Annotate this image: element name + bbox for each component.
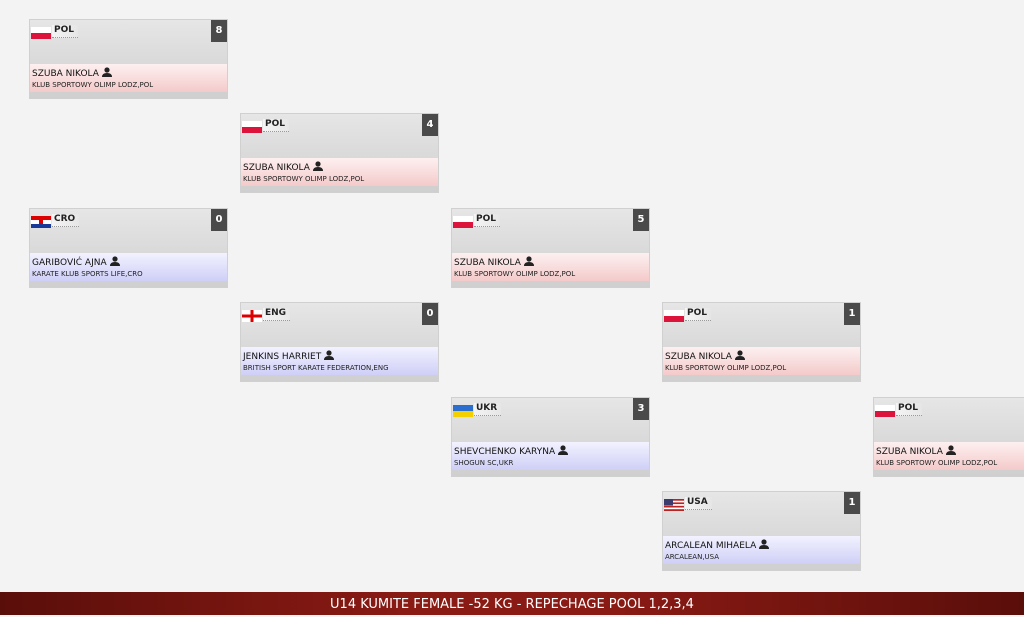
match-card[interactable]: POL 1 SZUBA NIKOLA KLUB SPORTOWY OLIMP L… [663, 303, 860, 381]
nation-code: POL [685, 308, 711, 321]
match-card[interactable]: UKR 3 SHEVCHENKO KARYNA SHOGUN SC,UKR [452, 398, 649, 476]
nation-code: UKR [474, 403, 502, 416]
person-icon [734, 350, 745, 360]
match-card[interactable]: CRO 0 GARIBOVIĆ AJNA KARATE KLUB SPORTS … [30, 209, 227, 287]
match-card[interactable]: POL 5 SZUBA NIKOLA KLUB SPORTOWY OLIMP L… [452, 209, 649, 287]
club-name: KLUB SPORTOWY OLIMP LODZ,POL [243, 175, 365, 183]
person-icon [109, 256, 120, 266]
competitor-name[interactable]: GARIBOVIĆ AJNA [32, 256, 120, 268]
club-name: KLUB SPORTOWY OLIMP LODZ,POL [454, 270, 576, 278]
nation-code: USA [685, 497, 712, 510]
score-badge: 4 [422, 114, 438, 136]
match-card[interactable]: POL SZUBA NIKOLA KLUB SPORTOWY OLIMP LOD… [874, 398, 1024, 476]
club-name: ARCALEAN,USA [665, 553, 720, 561]
competitor-band: GARIBOVIĆ AJNA KARATE KLUB SPORTS LIFE,C… [30, 253, 227, 281]
flag-eng-icon [242, 310, 262, 322]
competitor-name-text: SZUBA NIKOLA [454, 258, 521, 268]
nation-code: CRO [52, 214, 80, 227]
flag-pol-icon [875, 405, 895, 417]
score-badge: 5 [633, 209, 649, 231]
competitor-name[interactable]: ARCALEAN MIHAELA [665, 539, 770, 551]
competitor-name-text: SZUBA NIKOLA [665, 352, 732, 362]
competitor-name-text: GARIBOVIĆ AJNA [32, 258, 107, 268]
club-name: KLUB SPORTOWY OLIMP LODZ,POL [876, 459, 998, 467]
club-name: BRITISH SPORT KARATE FEDERATION,ENG [243, 364, 389, 372]
competitor-band: SZUBA NIKOLA KLUB SPORTOWY OLIMP LODZ,PO… [663, 347, 860, 375]
competitor-name[interactable]: SZUBA NIKOLA [876, 445, 956, 457]
flag-pol-icon [664, 310, 684, 322]
match-card[interactable]: ENG 0 JENKINS HARRIET BRITISH SPORT KARA… [241, 303, 438, 381]
competitor-band: ARCALEAN MIHAELA ARCALEAN,USA [663, 536, 860, 564]
competitor-band: JENKINS HARRIET BRITISH SPORT KARATE FED… [241, 347, 438, 375]
competitor-name[interactable]: SZUBA NIKOLA [243, 161, 323, 173]
nation-code: POL [474, 214, 500, 227]
score-badge: 1 [844, 492, 860, 514]
competitor-name[interactable]: SHEVCHENKO KARYNA [454, 445, 569, 457]
person-icon [945, 445, 956, 455]
person-icon [312, 161, 323, 171]
competitor-name-text: JENKINS HARRIET [243, 352, 322, 362]
club-name: KARATE KLUB SPORTS LIFE,CRO [32, 270, 143, 278]
club-name: SHOGUN SC,UKR [454, 459, 514, 467]
competitor-band: SZUBA NIKOLA KLUB SPORTOWY OLIMP LODZ,PO… [30, 64, 227, 92]
nation-code: POL [896, 403, 922, 416]
competitor-name-text: ARCALEAN MIHAELA [665, 541, 757, 551]
nation-code: POL [263, 119, 289, 132]
footer-title: U14 KUMITE FEMALE -52 KG - REPECHAGE POO… [0, 592, 1024, 615]
flag-pol-icon [453, 216, 473, 228]
club-name: KLUB SPORTOWY OLIMP LODZ,POL [32, 81, 154, 89]
competitor-name[interactable]: SZUBA NIKOLA [32, 67, 112, 79]
score-badge: 0 [422, 303, 438, 325]
match-card[interactable]: POL 4 SZUBA NIKOLA KLUB SPORTOWY OLIMP L… [241, 114, 438, 192]
competitor-name-text: SZUBA NIKOLA [32, 69, 99, 79]
competitor-name[interactable]: SZUBA NIKOLA [665, 350, 745, 362]
match-card[interactable]: POL 8 SZUBA NIKOLA KLUB SPORTOWY OLIMP L… [30, 20, 227, 98]
nation-code: POL [52, 25, 78, 38]
person-icon [324, 350, 335, 360]
flag-ukr-icon [453, 405, 473, 417]
score-badge: 8 [211, 20, 227, 42]
competitor-name[interactable]: JENKINS HARRIET [243, 350, 335, 362]
competitor-name[interactable]: SZUBA NIKOLA [454, 256, 534, 268]
competitor-name-text: SZUBA NIKOLA [243, 163, 310, 173]
person-icon [101, 67, 112, 77]
flag-pol-icon [242, 121, 262, 133]
score-badge: 0 [211, 209, 227, 231]
person-icon [759, 539, 770, 549]
score-badge: 3 [633, 398, 649, 420]
match-card[interactable]: USA 1 ARCALEAN MIHAELA ARCALEAN,USA [663, 492, 860, 570]
competitor-band: SZUBA NIKOLA KLUB SPORTOWY OLIMP LODZ,PO… [874, 442, 1024, 470]
club-name: KLUB SPORTOWY OLIMP LODZ,POL [665, 364, 787, 372]
flag-cro-icon [31, 216, 51, 228]
competitor-band: SZUBA NIKOLA KLUB SPORTOWY OLIMP LODZ,PO… [452, 253, 649, 281]
person-icon [558, 445, 569, 455]
flag-pol-icon [31, 27, 51, 39]
nation-code: ENG [263, 308, 291, 321]
competitor-band: SZUBA NIKOLA KLUB SPORTOWY OLIMP LODZ,PO… [241, 158, 438, 186]
competitor-band: SHEVCHENKO KARYNA SHOGUN SC,UKR [452, 442, 649, 470]
score-badge: 1 [844, 303, 860, 325]
flag-usa-icon [664, 499, 684, 511]
competitor-name-text: SHEVCHENKO KARYNA [454, 447, 556, 457]
competitor-name-text: SZUBA NIKOLA [876, 447, 943, 457]
person-icon [523, 256, 534, 266]
